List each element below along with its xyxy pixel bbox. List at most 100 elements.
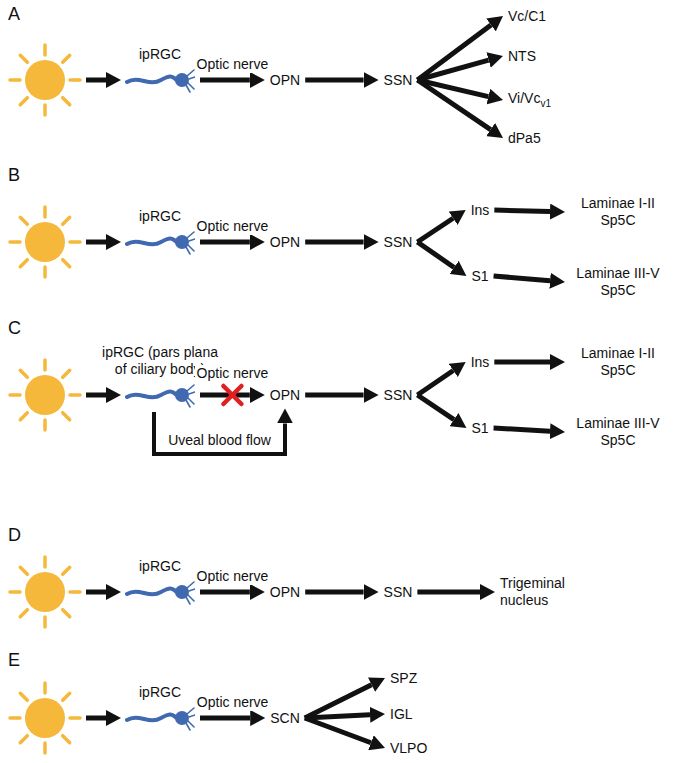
- panel-letter: A: [8, 4, 20, 26]
- structure-node: Ins: [471, 354, 490, 371]
- pathway-arrow: [494, 276, 550, 281]
- structure-node: SCN: [270, 710, 300, 727]
- blood-flow-arrow: [154, 412, 285, 454]
- neuron-icon: [125, 579, 195, 605]
- node-text: SSN: [384, 72, 413, 89]
- sun-icon: [10, 360, 80, 430]
- panel-letter: B: [8, 165, 20, 187]
- light-arrow: [86, 716, 106, 721]
- light-arrow: [86, 393, 106, 398]
- neuron-icon: [125, 705, 195, 731]
- edge-label: Optic nerve: [195, 218, 271, 235]
- pathway-arrow: [200, 715, 250, 720]
- light-arrow: [86, 590, 106, 595]
- structure-node: Ins: [471, 202, 490, 219]
- node-text: Ins: [471, 202, 490, 219]
- node-text: Laminae I-II Sp5C: [570, 195, 666, 229]
- node-text: ipRGC: [125, 208, 195, 225]
- cell-node: ipRGC: [125, 46, 195, 93]
- pathway-arrow: [305, 685, 372, 718]
- node-text: OPN: [270, 72, 300, 89]
- node-text: NTS: [508, 48, 536, 65]
- structure-node: OPN: [270, 234, 300, 251]
- node-text: dPa5: [508, 130, 541, 147]
- node-text: SPZ: [390, 670, 417, 687]
- pathway-arrow: [305, 718, 371, 743]
- pathway-arrow: [417, 60, 488, 80]
- light-arrow: [86, 240, 106, 245]
- structure-node: Laminae I-II Sp5C: [570, 345, 666, 379]
- structure-node: IGL: [390, 706, 413, 723]
- structure-node: S1: [471, 420, 488, 437]
- structure-node: SSN: [384, 72, 413, 89]
- structure-node: Laminae III-V Sp5C: [570, 265, 666, 299]
- pathway-arrow: [494, 428, 550, 431]
- structure-node: Vc/C1: [508, 8, 546, 25]
- pathway-arrow: [200, 392, 250, 397]
- pathway-arrow: [417, 218, 453, 242]
- pathway-arrow: [417, 395, 454, 420]
- neuron-icon: [125, 67, 195, 93]
- pathway-arrow: [305, 589, 363, 594]
- edge-label: Optic nerve: [195, 694, 271, 711]
- pathway-arrow: [417, 589, 480, 594]
- node-text: OPN: [270, 584, 300, 601]
- pathway-arrow: [305, 715, 370, 718]
- node-text: ipRGC: [125, 684, 195, 701]
- sun-icon: [10, 557, 80, 627]
- structure-node: S1: [471, 268, 488, 285]
- node-text: OPN: [270, 387, 300, 404]
- pathway-arrow: [305, 239, 363, 244]
- structure-node: OPN: [270, 72, 300, 89]
- node-text: SSN: [384, 584, 413, 601]
- node-text: Laminae I-II Sp5C: [570, 345, 666, 379]
- structure-node: NTS: [508, 48, 536, 65]
- node-text: Trigeminal nucleus: [500, 575, 590, 609]
- node-text: v1: [540, 98, 551, 109]
- node-text: SCN: [270, 710, 300, 727]
- node-text: ipRGC: [125, 558, 195, 575]
- pathway-arrow: [494, 359, 550, 364]
- blocked-mark: [223, 386, 241, 404]
- structure-node: SSN: [384, 387, 413, 404]
- pathway-arrow: [417, 242, 454, 267]
- structure-node: Vi/Vcv1: [508, 90, 551, 110]
- sun-icon: [10, 683, 80, 753]
- node-text: S1: [471, 268, 488, 285]
- structure-node: Laminae III-V Sp5C: [570, 415, 666, 449]
- cell-node: ipRGC: [125, 208, 195, 255]
- structure-node: SSN: [384, 584, 413, 601]
- light-arrow: [86, 78, 106, 83]
- pathway-arrow: [305, 77, 363, 82]
- edge-label: Optic nerve: [195, 365, 271, 382]
- node-text: OPN: [270, 234, 300, 251]
- pathway-arrow: [417, 80, 490, 130]
- structure-node: Laminae I-II Sp5C: [570, 195, 666, 229]
- structure-node: VLPO: [390, 740, 427, 757]
- neuron-icon: [125, 382, 195, 408]
- edge-label: Uveal blood flow: [166, 432, 273, 449]
- edge-label: Optic nerve: [195, 56, 271, 73]
- node-text: S1: [471, 420, 488, 437]
- neuron-icon: [125, 229, 195, 255]
- sun-icon: [10, 207, 80, 277]
- structure-node: OPN: [270, 387, 300, 404]
- panel-letter: D: [8, 525, 21, 547]
- sun-icon: [10, 45, 80, 115]
- node-text: Ins: [471, 354, 490, 371]
- pathway-arrow: [200, 239, 250, 244]
- cell-node: ipRGC: [125, 684, 195, 731]
- structure-node: dPa5: [508, 130, 541, 147]
- node-text: SSN: [384, 234, 413, 251]
- pathway-arrow: [200, 589, 250, 594]
- node-text: SSN: [384, 387, 413, 404]
- pathway-arrow: [417, 25, 491, 80]
- node-text: VLPO: [390, 740, 427, 757]
- pathway-arrow: [200, 77, 250, 82]
- panel-letter: C: [8, 318, 21, 340]
- structure-node: Trigeminal nucleus: [500, 575, 590, 609]
- node-text: ipRGC: [125, 46, 195, 63]
